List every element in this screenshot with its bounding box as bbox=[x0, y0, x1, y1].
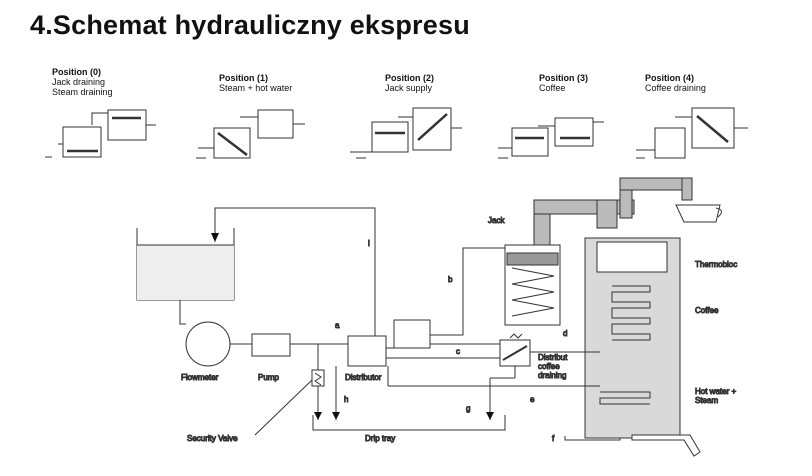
valve-position-3 bbox=[498, 117, 604, 159]
label-c: c bbox=[456, 347, 460, 356]
steam-pipe bbox=[619, 177, 722, 223]
position-4-name: Position (4) bbox=[645, 73, 694, 83]
flowmeter bbox=[185, 321, 231, 367]
label-flowmeter: Flowmeter bbox=[181, 373, 219, 382]
label-h: h bbox=[344, 395, 348, 404]
position-2-name: Position (2) bbox=[385, 73, 434, 83]
position-4-desc1: Coffee draining bbox=[645, 83, 706, 93]
valve-position-2 bbox=[350, 107, 462, 159]
position-1-header: Position (1) Steam + hot water bbox=[219, 73, 292, 93]
position-0-name: Position (0) bbox=[52, 67, 101, 77]
label-coffee: Coffee bbox=[695, 306, 719, 315]
position-2-header: Position (2) Jack supply bbox=[385, 73, 434, 93]
valve-position-4 bbox=[636, 107, 748, 159]
jack bbox=[504, 199, 635, 326]
return-arrow bbox=[211, 233, 219, 242]
label-g: g bbox=[466, 404, 470, 413]
position-0-desc1: Jack draining bbox=[52, 77, 106, 87]
position-1-name: Position (1) bbox=[219, 73, 268, 83]
security-valve bbox=[254, 344, 325, 436]
label-d: d bbox=[563, 329, 567, 338]
position-4-header: Position (4) Coffee draining bbox=[645, 73, 706, 93]
valve-position-0 bbox=[45, 109, 156, 158]
position-2-desc1: Jack supply bbox=[385, 83, 433, 93]
position-0-header: Position (0) Jack draining Steam drainin… bbox=[52, 67, 113, 97]
label-jack: Jack bbox=[488, 216, 505, 225]
page-title: 4.Schemat hydrauliczny ekspresu bbox=[30, 10, 470, 40]
label-b: b bbox=[448, 275, 453, 284]
label-distributor: Distributor bbox=[345, 373, 382, 382]
label-hot-water: Hot water + bbox=[695, 387, 736, 396]
thermobloc bbox=[584, 237, 681, 439]
label-a: a bbox=[335, 321, 340, 330]
return-line bbox=[214, 207, 376, 336]
position-1-desc1: Steam + hot water bbox=[219, 83, 293, 93]
label-steam: Steam bbox=[695, 396, 718, 405]
label-pump: Pump bbox=[258, 373, 279, 382]
label-coffee-draining-1: coffee bbox=[538, 362, 560, 371]
steam-wand bbox=[631, 434, 701, 457]
pump bbox=[251, 333, 291, 357]
label-f: f bbox=[552, 434, 555, 443]
position-3-name: Position (3) bbox=[539, 73, 588, 83]
water-tank bbox=[136, 228, 235, 301]
label-coffee-draining-2: draining bbox=[538, 371, 566, 380]
drip-tray bbox=[312, 415, 506, 431]
position-0-desc2: Steam draining bbox=[52, 87, 113, 97]
upper-valve bbox=[393, 319, 431, 349]
position-3-header: Position (3) Coffee bbox=[539, 73, 588, 93]
label-distribut: Distribut bbox=[538, 353, 568, 362]
label-thermobloc: Thermobloc bbox=[695, 260, 737, 269]
distributor bbox=[347, 335, 387, 367]
label-drip-tray: Drip tray bbox=[365, 434, 395, 443]
label-i: i bbox=[368, 239, 370, 248]
label-e: e bbox=[530, 395, 535, 404]
valve-position-1 bbox=[196, 109, 305, 159]
label-security-valve: Security Valve bbox=[187, 434, 238, 443]
position-3-desc1: Coffee bbox=[539, 83, 566, 93]
